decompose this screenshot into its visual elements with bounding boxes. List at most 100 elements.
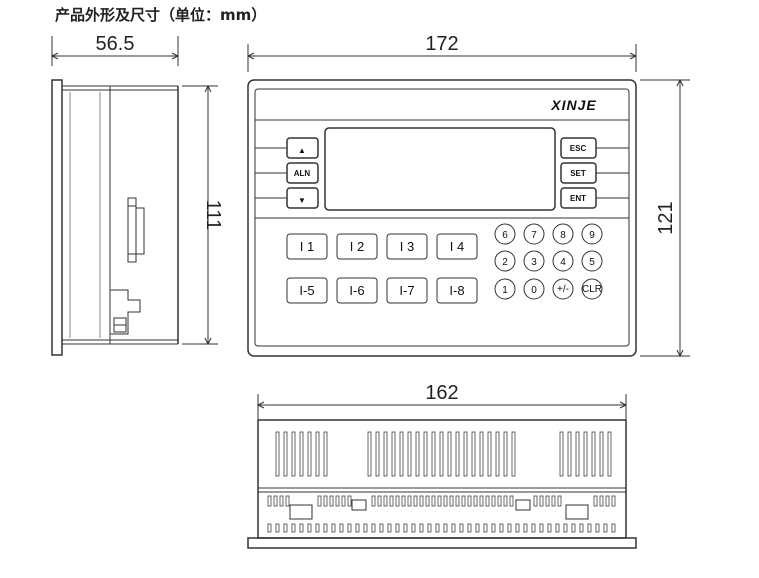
numeric-key-9[interactable]: 9 xyxy=(589,230,595,241)
vent-slot xyxy=(559,431,564,477)
vent-slot xyxy=(593,495,598,507)
vent-slot xyxy=(399,431,404,477)
numeric-key-7[interactable]: 7 xyxy=(531,230,537,241)
function-key-2[interactable]: I 2 xyxy=(350,239,364,254)
vent-slot xyxy=(315,431,320,477)
vent-slot xyxy=(291,523,296,533)
vent-slot xyxy=(275,523,280,533)
vent-slot xyxy=(515,523,520,533)
vent-slot xyxy=(423,431,428,477)
numeric-key-8[interactable]: 8 xyxy=(560,230,566,241)
bottom-width-label: 162 xyxy=(425,382,458,404)
vent-slot xyxy=(503,431,508,477)
vent-slot xyxy=(391,431,396,477)
enter-button[interactable]: ENT xyxy=(570,194,586,203)
vent-slot xyxy=(475,523,480,533)
vent-slot xyxy=(599,495,604,507)
clear-key[interactable]: CLR xyxy=(582,284,602,295)
side-view xyxy=(50,36,218,356)
vent-slot xyxy=(509,495,514,507)
vent-slot xyxy=(267,523,272,533)
vent-slot xyxy=(413,495,418,507)
plus-minus-key[interactable]: +/- xyxy=(557,284,569,295)
numeric-key-5[interactable]: 5 xyxy=(589,257,595,268)
front-view xyxy=(246,44,690,358)
vent-slot xyxy=(267,495,272,507)
vent-slot xyxy=(273,495,278,507)
vent-slot xyxy=(511,431,516,477)
vent-slot xyxy=(425,495,430,507)
numeric-key-3[interactable]: 3 xyxy=(531,257,537,268)
vent-slot xyxy=(383,431,388,477)
vent-slot xyxy=(415,431,420,477)
numeric-key-0[interactable]: 0 xyxy=(531,285,537,296)
vent-slot xyxy=(379,523,384,533)
up-arrow-icon[interactable]: ▲ xyxy=(298,146,306,155)
down-arrow-icon[interactable]: ▼ xyxy=(298,196,306,205)
vent-slot xyxy=(403,523,408,533)
vent-slot xyxy=(467,495,472,507)
front-width-label: 172 xyxy=(425,33,458,55)
numeric-key-4[interactable]: 4 xyxy=(560,257,566,268)
vent-slot xyxy=(533,495,538,507)
function-key-5[interactable]: I-5 xyxy=(299,283,314,298)
vent-slot xyxy=(443,495,448,507)
vent-slot xyxy=(355,523,360,533)
vent-slot xyxy=(329,495,334,507)
vent-slot xyxy=(539,523,544,533)
side-width-label: 56.5 xyxy=(96,33,135,55)
vent-slot xyxy=(347,523,352,533)
function-key-4[interactable]: I 4 xyxy=(450,239,464,254)
vent-slot xyxy=(467,523,472,533)
numeric-key-2[interactable]: 2 xyxy=(502,257,508,268)
vent-slot xyxy=(407,431,412,477)
vent-slot xyxy=(459,523,464,533)
vent-slot xyxy=(395,495,400,507)
function-key-1[interactable]: I 1 xyxy=(300,239,314,254)
vent-slot xyxy=(407,495,412,507)
function-key-7[interactable]: I-7 xyxy=(399,283,414,298)
vent-slot xyxy=(283,431,288,477)
function-key-6[interactable]: I-6 xyxy=(349,283,364,298)
vent-slot xyxy=(495,431,500,477)
vent-slot xyxy=(307,431,312,477)
vent-slot xyxy=(571,523,576,533)
vent-slot xyxy=(583,431,588,477)
vent-slot xyxy=(499,523,504,533)
vent-slot xyxy=(557,495,562,507)
vent-slot xyxy=(563,523,568,533)
vent-slot xyxy=(323,495,328,507)
vent-slot xyxy=(335,495,340,507)
vent-slot xyxy=(611,495,616,507)
brand-logo: XINJE xyxy=(550,97,596,113)
vent-slot xyxy=(401,495,406,507)
vent-slot xyxy=(611,523,616,533)
vent-slot xyxy=(591,431,596,477)
vent-slot xyxy=(595,523,600,533)
set-button[interactable]: SET xyxy=(570,169,586,178)
vent-slot xyxy=(607,431,612,477)
function-key-8[interactable]: I-8 xyxy=(449,283,464,298)
vent-slot xyxy=(463,431,468,477)
numeric-key-6[interactable]: 6 xyxy=(502,230,508,241)
align-button[interactable]: ALN xyxy=(294,169,311,178)
function-key-3[interactable]: I 3 xyxy=(400,239,414,254)
front-height-label: 121 xyxy=(655,201,677,234)
vent-slot xyxy=(507,523,512,533)
vent-slot xyxy=(455,495,460,507)
vent-slot xyxy=(341,495,346,507)
vent-slot xyxy=(387,523,392,533)
vent-slot xyxy=(599,431,604,477)
vent-slot xyxy=(491,495,496,507)
vent-slot xyxy=(605,495,610,507)
vent-slot xyxy=(497,495,502,507)
escape-button[interactable]: ESC xyxy=(570,144,587,153)
vent-slot xyxy=(491,523,496,533)
vent-slot xyxy=(455,431,460,477)
ventilation-slots-bottom xyxy=(267,495,616,533)
vent-slot xyxy=(435,523,440,533)
vent-slot xyxy=(395,523,400,533)
vent-slot xyxy=(283,523,288,533)
numeric-key-1[interactable]: 1 xyxy=(502,285,508,296)
bottom-view xyxy=(247,394,637,549)
